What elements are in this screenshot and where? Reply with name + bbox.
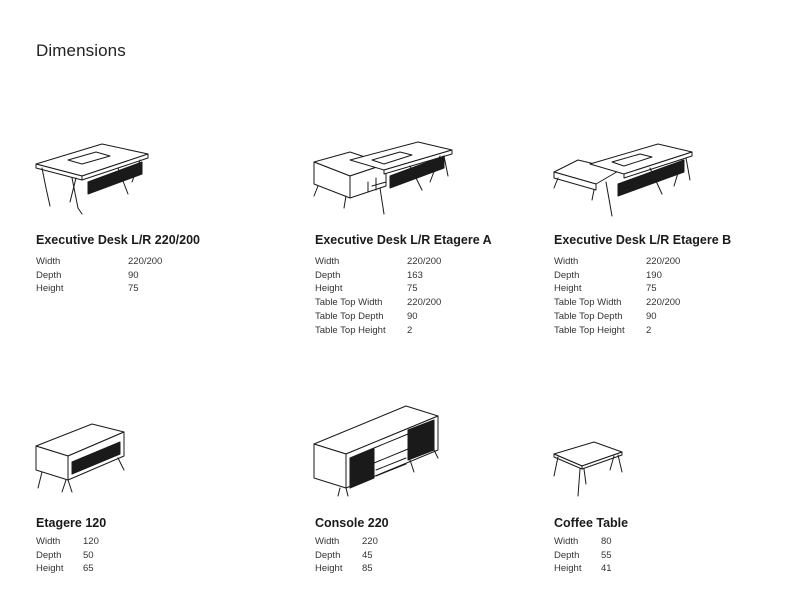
- spec-row: Width 120: [36, 535, 99, 549]
- product-name: Coffee Table: [554, 516, 629, 530]
- spec-label: Height: [554, 563, 582, 575]
- spec-value: 50: [83, 549, 94, 561]
- spec-label: Height: [315, 283, 343, 295]
- spec-value: 190: [646, 269, 662, 281]
- spec-label: Depth: [554, 269, 580, 281]
- spec-table: Width 220/200 Depth 163 Height 75 Table Top…: [315, 255, 441, 337]
- executive-desk-etagere-a-icon: [313, 141, 453, 215]
- spec-row: Depth 90: [36, 269, 162, 283]
- spec-value: 85: [362, 563, 373, 575]
- spec-row: Table Top Depth 90: [315, 310, 441, 324]
- spec-label: Table Top Depth: [554, 310, 623, 322]
- product-name: Etagere 120: [36, 516, 107, 530]
- spec-table: Width 220 Depth 45 Height 85: [315, 535, 378, 576]
- spec-value: 75: [407, 283, 418, 295]
- spec-value: 75: [128, 283, 139, 295]
- spec-row: Height 65: [36, 562, 99, 576]
- spec-value: 220/200: [646, 297, 681, 309]
- spec-label: Height: [315, 563, 343, 575]
- spec-row: Width 80: [554, 535, 612, 549]
- spec-value: 220/200: [128, 256, 163, 267]
- spec-row: Width 220/200: [36, 255, 162, 269]
- spec-label: Table Top Height: [315, 324, 386, 336]
- spec-label: Height: [36, 563, 64, 575]
- spec-label: Depth: [315, 549, 341, 561]
- spec-row: Height 75: [36, 282, 162, 296]
- spec-row: Height 41: [554, 562, 612, 576]
- product-name: Executive Desk L/R 220/200: [36, 233, 200, 247]
- spec-row: Table Top Height 2: [554, 324, 680, 338]
- spec-label: Table Top Width: [554, 297, 622, 309]
- spec-value: 41: [601, 563, 612, 575]
- spec-row: Width 220/200: [554, 255, 680, 269]
- coffee-table-icon: [553, 441, 623, 497]
- spec-row: Depth 50: [36, 549, 99, 563]
- spec-value: 2: [646, 324, 652, 336]
- spec-row: Table Top Depth 90: [554, 310, 680, 324]
- spec-table: Width 220/200 Depth 190 Height 75 Table Top…: [554, 255, 680, 337]
- spec-table: Width 220/200 Depth 90 Height 75: [36, 255, 162, 296]
- spec-label: Depth: [554, 549, 580, 561]
- spec-label: Width: [36, 256, 61, 267]
- executive-desk-etagere-b-icon: [553, 143, 693, 217]
- spec-label: Height: [36, 283, 64, 295]
- spec-label: Width: [554, 536, 579, 547]
- spec-value: 65: [83, 563, 94, 575]
- spec-value: 2: [407, 324, 413, 336]
- spec-label: Width: [554, 256, 579, 267]
- product-name: Executive Desk L/R Etagere B: [554, 233, 732, 247]
- spec-label: Width: [315, 536, 340, 547]
- spec-value: 80: [601, 536, 612, 547]
- spec-label: Table Top Depth: [315, 310, 384, 322]
- spec-row: Depth 190: [554, 269, 680, 283]
- page-title: Dimensions: [36, 41, 126, 60]
- spec-value: 220/200: [407, 256, 442, 267]
- spec-value: 220/200: [407, 297, 442, 309]
- etagere-icon: [35, 423, 125, 493]
- spec-label: Table Top Height: [554, 324, 625, 336]
- spec-value: 90: [646, 310, 657, 322]
- spec-label: Width: [315, 256, 340, 267]
- spec-value: 120: [83, 536, 99, 547]
- spec-value: 163: [407, 269, 423, 281]
- spec-label: Height: [554, 283, 582, 295]
- spec-row: Depth 55: [554, 549, 612, 563]
- spec-table: Width 120 Depth 50 Height 65: [36, 535, 99, 576]
- spec-row: Width 220: [315, 535, 378, 549]
- spec-row: Height 85: [315, 562, 378, 576]
- spec-value: 220/200: [646, 256, 681, 267]
- spec-row: Depth 45: [315, 549, 378, 563]
- spec-label: Width: [36, 536, 61, 547]
- spec-value: 90: [128, 269, 139, 281]
- console-icon: [313, 405, 439, 497]
- spec-row: Height 75: [554, 282, 680, 296]
- spec-value: 75: [646, 283, 657, 295]
- spec-value: 45: [362, 549, 373, 561]
- spec-value: 55: [601, 549, 612, 561]
- spec-row: Depth 163: [315, 269, 441, 283]
- executive-desk-icon: [35, 143, 149, 215]
- spec-row: Width 220/200: [315, 255, 441, 269]
- product-name: Console 220: [315, 516, 389, 530]
- spec-label: Table Top Width: [315, 297, 383, 309]
- spec-label: Depth: [36, 549, 62, 561]
- spec-row: Table Top Height 2: [315, 324, 441, 338]
- spec-value: 220: [362, 536, 378, 547]
- spec-table: Width 80 Depth 55 Height 41: [554, 535, 612, 576]
- spec-label: Depth: [36, 269, 62, 281]
- spec-value: 90: [407, 310, 418, 322]
- spec-label: Depth: [315, 269, 341, 281]
- product-name: Executive Desk L/R Etagere A: [315, 233, 492, 247]
- spec-row: Table Top Width 220/200: [554, 296, 680, 310]
- spec-row: Height 75: [315, 282, 441, 296]
- spec-row: Table Top Width 220/200: [315, 296, 441, 310]
